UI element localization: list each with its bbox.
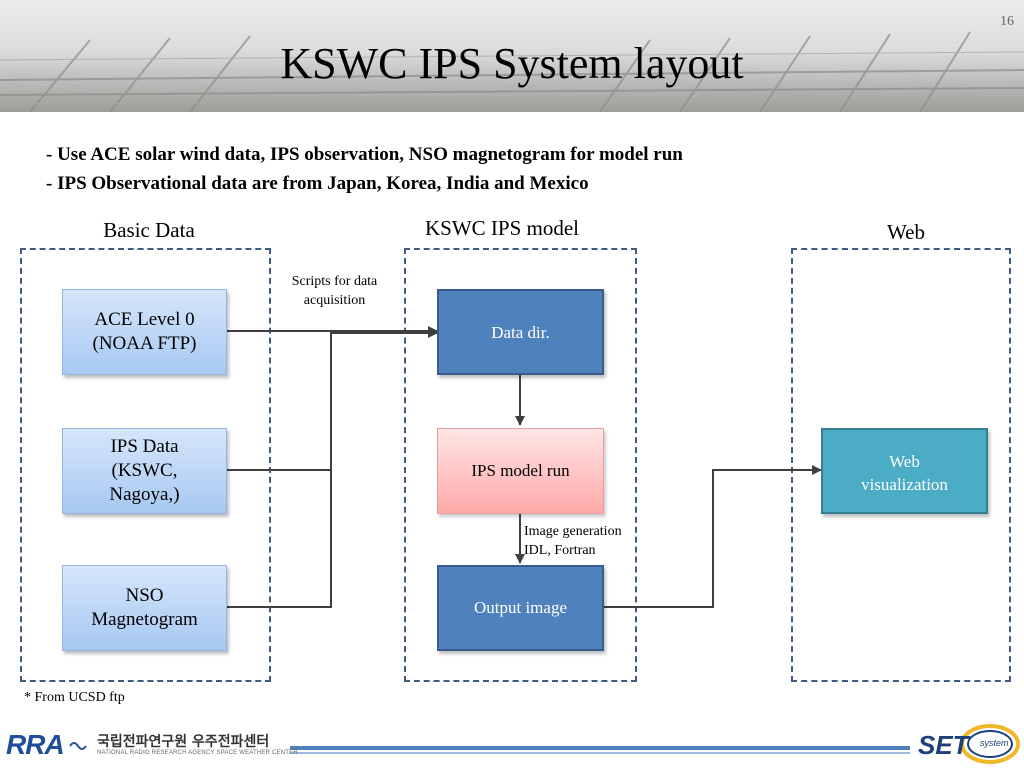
node-output-image[interactable]: Output image bbox=[437, 565, 604, 651]
edge-label-line: Scripts for data bbox=[291, 274, 378, 289]
bullet-list: - Use ACE solar wind data, IPS observati… bbox=[46, 140, 683, 198]
node-text-line: Nagoya,) bbox=[109, 484, 180, 505]
agency-name-korean: 국립전파연구원 우주전파센터 bbox=[97, 734, 270, 750]
footnote: * From UCSD ftp bbox=[24, 690, 125, 705]
edge-label-line: acquisition bbox=[303, 293, 366, 308]
node-data-dir[interactable]: Data dir. bbox=[437, 289, 604, 375]
rra-wave-icon bbox=[69, 742, 87, 750]
basic-data-group bbox=[20, 248, 271, 682]
node-text-line: (KSWC, bbox=[111, 460, 178, 481]
set-logo: SET bbox=[918, 730, 969, 760]
node-text-line: Magnetogram bbox=[91, 609, 198, 630]
node-text-line: Web bbox=[889, 452, 920, 471]
bullet-item: - IPS Observational data are from Japan,… bbox=[46, 173, 589, 194]
node-ips-model-run[interactable]: IPS model run bbox=[437, 428, 604, 514]
node-text-line: visualization bbox=[861, 475, 948, 494]
set-swoosh-icon bbox=[960, 724, 1020, 764]
edge-label-scripts: Scripts for data acquisition bbox=[272, 272, 397, 310]
header-banner bbox=[0, 0, 1024, 112]
node-text-line: (NOAA FTP) bbox=[92, 333, 197, 354]
node-text-line: IPS Data bbox=[110, 436, 179, 457]
edge-label-image-generation: Image generation IDL, Fortran bbox=[524, 522, 654, 560]
node-ace-level-0[interactable]: ACE Level 0 (NOAA FTP) bbox=[62, 289, 227, 375]
footer-bar bbox=[69, 724, 1020, 764]
slide-number: 16 bbox=[1000, 14, 1014, 29]
node-nso-magnetogram[interactable]: NSO Magnetogram bbox=[62, 565, 227, 651]
set-logo-system-text: system bbox=[980, 738, 1009, 748]
node-text-line: ACE Level 0 bbox=[94, 309, 195, 330]
edge-label-line: Image generation bbox=[524, 524, 622, 539]
group-label-web: Web bbox=[887, 220, 925, 244]
edge-ips-data-to-data-dir bbox=[227, 328, 438, 471]
node-web-visualization[interactable]: Web visualization bbox=[821, 428, 988, 514]
kswc-ips-model-group bbox=[404, 248, 637, 682]
slide-title: KSWC IPS System layout bbox=[280, 39, 744, 88]
group-label-kswc-ips-model: KSWC IPS model bbox=[424, 216, 579, 240]
node-ips-data[interactable]: IPS Data (KSWC, Nagoya,) bbox=[62, 428, 227, 514]
antenna-field-image bbox=[0, 31, 1024, 112]
agency-name-english: NATIONAL RADIO RESEARCH AGENCY SPACE WEA… bbox=[97, 750, 298, 756]
rra-logo: RRA bbox=[6, 729, 65, 760]
bullet-item: - Use ACE solar wind data, IPS observati… bbox=[46, 144, 683, 165]
edge-nso-to-data-dir bbox=[227, 470, 332, 608]
edge-output-to-web bbox=[604, 465, 822, 608]
group-label-basic-data: Basic Data bbox=[103, 218, 195, 242]
web-group bbox=[791, 248, 1011, 682]
edge-label-line: IDL, Fortran bbox=[524, 543, 596, 558]
node-text-line: NSO bbox=[125, 585, 164, 606]
